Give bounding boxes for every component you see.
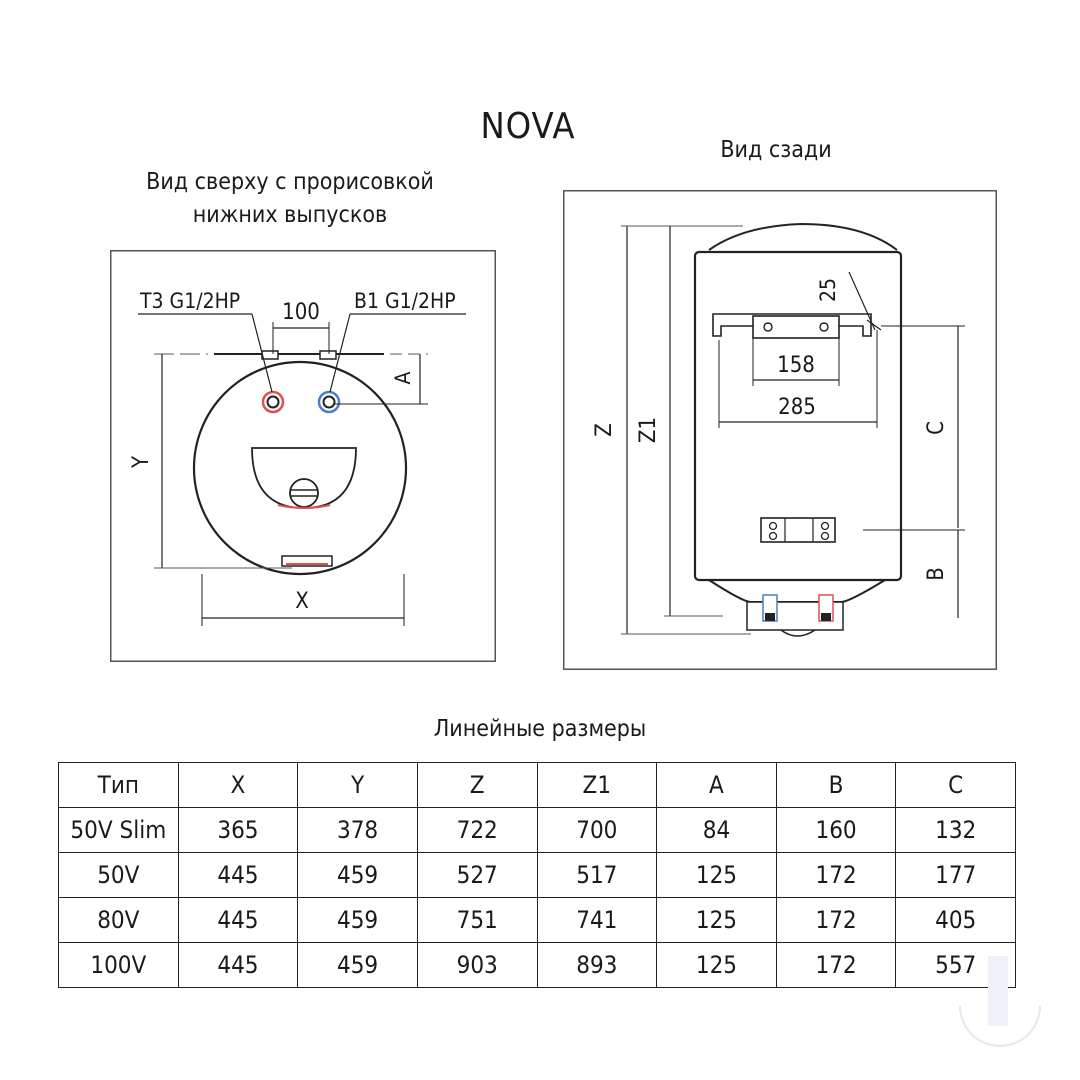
screw-icon: [820, 531, 830, 541]
cold-outlet-ring: [317, 390, 341, 414]
heater-flange-icon: [289, 478, 319, 508]
table-cell: 100V: [58, 942, 179, 988]
table-cell: 517: [536, 852, 658, 898]
hot-leader: [251, 313, 273, 393]
dim-a-label: A: [391, 371, 415, 384]
bottom-cover: [281, 555, 333, 567]
hot-outlet-icon: [266, 395, 280, 409]
screw-icon: [820, 521, 830, 531]
top-view-caption-line1: Вид сверху с прорисовкой: [146, 169, 434, 195]
dim-z-label: Z: [592, 423, 617, 437]
cold-leader: [329, 313, 351, 393]
tank-rear-panel: [693, 250, 903, 582]
table-row: 80V 445 459 751 741 125 172 405: [58, 897, 1016, 943]
table-row: 100V 445 459 903 893 125 172 557: [58, 942, 1016, 988]
table-cell: 125: [656, 852, 777, 898]
screw-icon: [763, 322, 773, 332]
screw-icon: [768, 531, 778, 541]
table-row: 50V Slim 365 378 722 700 84 160 132: [58, 807, 1016, 853]
hot-outlet-ring: [261, 390, 285, 414]
dim-25-leader: [848, 271, 876, 331]
table-cell: 903: [416, 942, 538, 988]
hot-outlet-label: Т3 G1/2НР: [139, 289, 240, 313]
dim-285-label: 285: [778, 395, 816, 420]
top-view-drawing: Т3 G1/2НР В1 G1/2НР 100 A Y X: [110, 250, 496, 662]
table-cell: 527: [416, 852, 538, 898]
table-cell: 125: [656, 897, 777, 943]
bracket-right: [319, 350, 337, 360]
table-cell: 84: [656, 807, 777, 853]
dim-25-tick: [866, 319, 882, 331]
table-cell: 445: [177, 897, 299, 943]
rear-view-drawing: Z Z1 158 285 25 C B: [563, 190, 997, 670]
table-cell: 125: [656, 942, 777, 988]
table-cell: 741: [536, 897, 658, 943]
tank-bottom-dome: [708, 579, 886, 603]
header-cell: A: [656, 762, 777, 808]
table-cell: 172: [775, 852, 897, 898]
cold-outlet-icon: [322, 395, 336, 409]
heater-gasket-mark: [277, 504, 331, 509]
header-cell: Тип: [58, 762, 179, 808]
top-view-caption: Вид сверху с прорисовкой нижних выпусков: [110, 166, 470, 232]
table-cell: 722: [416, 807, 538, 853]
header-cell: Y: [297, 762, 418, 808]
table-cell: 132: [895, 807, 1016, 853]
table-cell: 378: [297, 807, 418, 853]
top-view-frame: [110, 250, 496, 662]
screw-icon: [819, 322, 829, 332]
dim-x-label: X: [295, 589, 309, 614]
cold-outlet-label: В1 G1/2НР: [354, 289, 456, 313]
dim-158-label: 158: [777, 353, 815, 378]
table-cell: 177: [895, 852, 1016, 898]
header-cell: B: [775, 762, 897, 808]
dim-z1-label: Z1: [636, 417, 661, 443]
header-cell: C: [895, 762, 1016, 808]
table-cell: 751: [416, 897, 538, 943]
tank-top-dome: [708, 222, 898, 251]
rear-view-frame: [563, 190, 997, 670]
dim-y-label: Y: [129, 455, 154, 469]
header-cell: X: [177, 762, 299, 808]
rear-view-caption: Вид сзади: [720, 137, 832, 163]
table-cell: 50V: [58, 852, 179, 898]
table-cell: 459: [297, 852, 418, 898]
dim-spacing-label: 100: [282, 300, 320, 325]
table-header-row: Тип X Y Z Z1 A B C: [58, 762, 1016, 808]
table-cell: 445: [177, 852, 299, 898]
table-caption: Линейные размеры: [433, 716, 647, 742]
table-cell: 172: [775, 897, 897, 943]
table-cell: 80V: [58, 897, 179, 943]
bracket-left: [261, 350, 279, 360]
product-title: NOVA: [480, 106, 576, 147]
top-view-caption-line2: нижних выпусков: [192, 202, 388, 228]
table-cell: 459: [297, 897, 418, 943]
table-cell: 50V Slim: [58, 807, 179, 853]
table-cell: 700: [536, 807, 658, 853]
dim-25-label: 25: [816, 278, 840, 302]
hot-bottom-nut: [821, 613, 831, 621]
dim-c-label: C: [924, 421, 949, 435]
table-cell: 445: [177, 942, 299, 988]
table-cell: 459: [297, 942, 418, 988]
dim-b-label: B: [924, 567, 949, 581]
bottom-outlet-curve: [780, 629, 816, 637]
table-row: 50V 445 459 527 517 125 172 177: [58, 852, 1016, 898]
upper-bracket-plate: [752, 315, 840, 339]
screw-icon: [768, 521, 778, 531]
header-cell: Z1: [536, 762, 658, 808]
table-cell: 160: [775, 807, 897, 853]
cold-bottom-nut: [765, 613, 775, 621]
table-cell: 172: [775, 942, 897, 988]
watermark-logo: [959, 956, 1041, 1047]
table-cell: 405: [895, 897, 1016, 943]
table-cell: 893: [536, 942, 658, 988]
header-cell: Z: [416, 762, 538, 808]
table-cell: 365: [177, 807, 299, 853]
dimensions-table: Тип X Y Z Z1 A B C 50V Slim 365 378 722 …: [58, 762, 1016, 988]
